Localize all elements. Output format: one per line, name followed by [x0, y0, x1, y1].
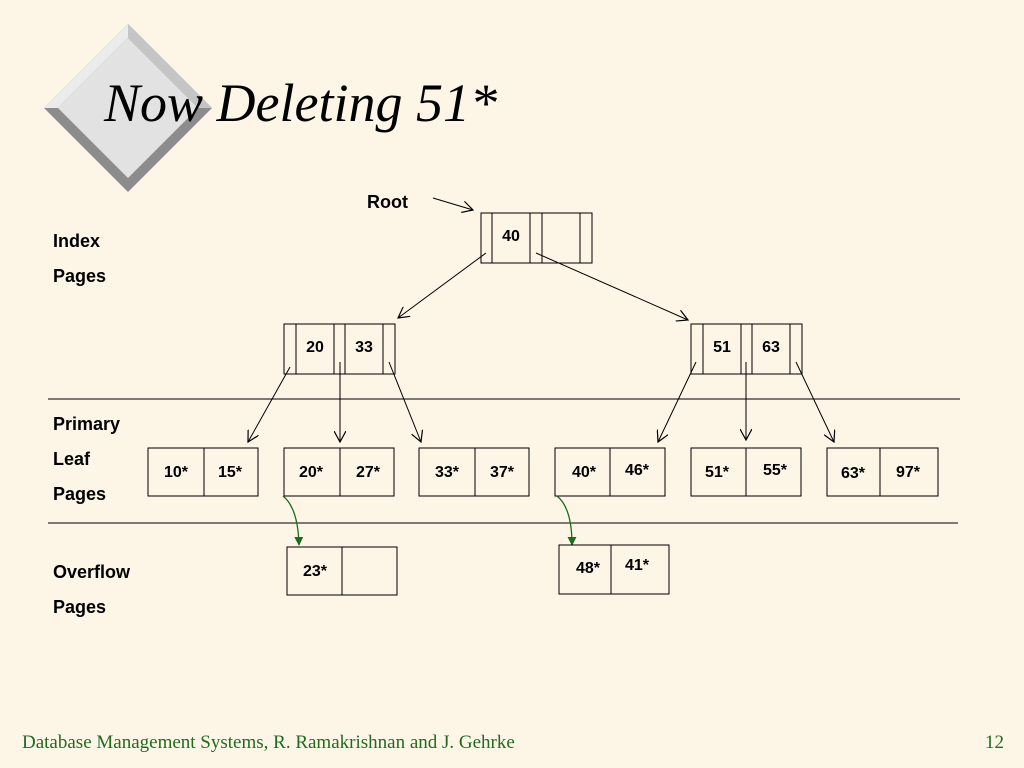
footer-citation: Database Management Systems, R. Ramakris…: [22, 732, 515, 753]
pointer-arrow: [795, 361, 834, 442]
leaf-key: 46*: [625, 462, 650, 479]
primary-leaf-label: Pages: [53, 484, 107, 504]
overflow-arrow: [282, 495, 304, 546]
overflow-key: 41*: [625, 557, 650, 574]
index-node-right: 51 63: [690, 323, 803, 375]
overflow-arrow: [556, 495, 577, 546]
pointer-arrow: [248, 366, 291, 442]
root-arrow: [432, 197, 473, 210]
overflow-label: Pages: [53, 597, 107, 617]
index-left-key: 33: [355, 339, 373, 356]
pointer-arrow: [658, 361, 697, 442]
pointer-arrow: [398, 252, 487, 318]
leaf-page: 51* 55*: [690, 447, 802, 497]
overflow-key: 48*: [576, 560, 601, 577]
diamond-decoration: [44, 24, 212, 192]
root-node: 40: [480, 212, 593, 264]
leaf-page: 33* 37*: [418, 447, 530, 497]
primary-leaf-label: Leaf: [53, 449, 91, 469]
overflow-page: 23*: [286, 546, 398, 596]
leaf-page: 40* 46*: [554, 447, 666, 497]
leaf-key: 15*: [218, 464, 243, 481]
leaf-page: 63* 97*: [826, 447, 939, 497]
leaf-page: 20* 27*: [283, 447, 395, 497]
leaf-key: 27*: [356, 464, 381, 481]
pointer-arrow: [535, 252, 688, 320]
overflow-key: 23*: [303, 563, 328, 580]
leaf-key: 37*: [490, 464, 515, 481]
index-left-key: 20: [306, 339, 324, 356]
index-right-key: 63: [762, 339, 780, 356]
overflow-label: Overflow: [53, 562, 131, 582]
index-label: Index: [53, 231, 101, 251]
leaf-page: 10* 15*: [147, 447, 259, 497]
leaf-key: 97*: [896, 464, 921, 481]
leaf-key: 20*: [299, 464, 324, 481]
primary-leaf-label: Primary: [53, 414, 121, 434]
root-label: Root: [367, 192, 408, 212]
overflow-page: 48* 41*: [558, 544, 670, 595]
leaf-key: 40*: [572, 464, 597, 481]
index-label: Pages: [53, 266, 107, 286]
root-key: 40: [502, 228, 520, 245]
leaf-key: 63*: [841, 465, 866, 482]
pointer-arrow: [388, 361, 421, 442]
page-number: 12: [985, 732, 1004, 753]
leaf-key: 51*: [705, 464, 730, 481]
slide-title: Now Deleting 51*: [104, 73, 497, 133]
leaf-key: 10*: [164, 464, 189, 481]
leaf-key: 55*: [763, 462, 788, 479]
leaf-key: 33*: [435, 464, 460, 481]
index-right-key: 51: [713, 339, 731, 356]
